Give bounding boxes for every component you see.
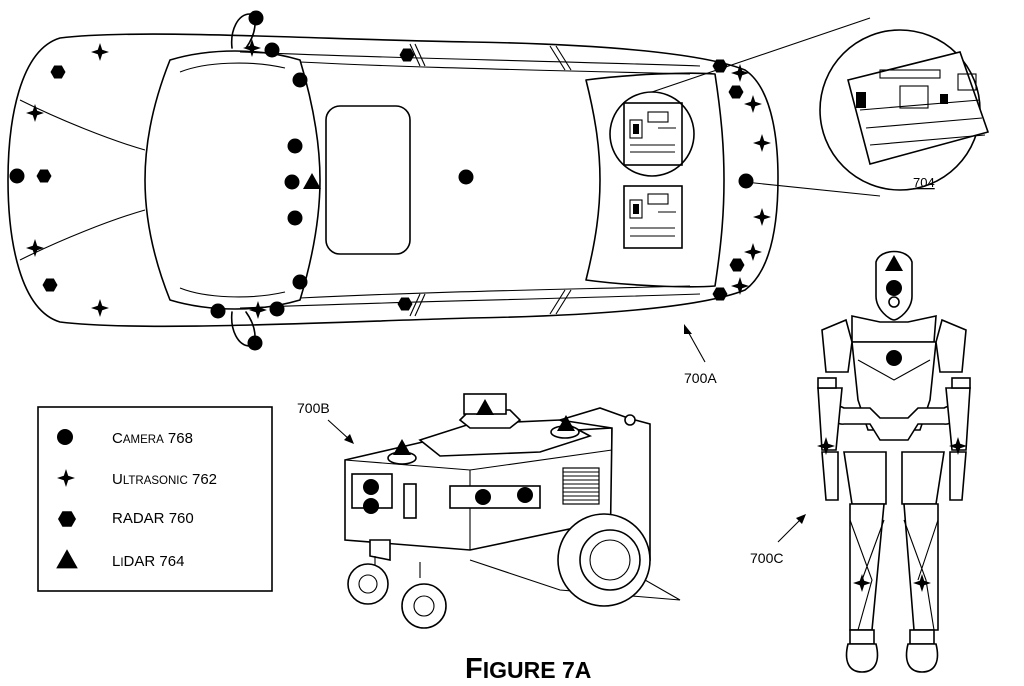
humanoid-label: 700C [750,550,783,566]
legend-radar-label: RADAR 760 [112,510,194,527]
car-radars [37,49,745,311]
figure-title: FIGURE 7A [465,653,591,685]
humanoid-robot [817,252,970,673]
car-lidar [303,173,321,189]
car-ultrasonics [26,39,771,319]
robot-label: 700B [297,400,330,416]
vent-grille [563,468,599,504]
delivery-robot [345,394,680,628]
circle-icon [57,429,73,445]
circuit-board-lower [624,186,682,248]
vehicle-car: 704 [8,11,988,351]
legend-box: CAMERA 768 ULTRASONIC 762 RADAR 760 LIDA… [38,407,272,591]
circuit-board-upper [624,103,682,165]
car-label: 700A [684,370,717,386]
circuit-board-zoomed [848,52,988,164]
legend-lidar-label: LIDAR 764 [112,553,184,570]
car-cameras [10,11,754,351]
zoom-label: 704 [913,175,935,190]
